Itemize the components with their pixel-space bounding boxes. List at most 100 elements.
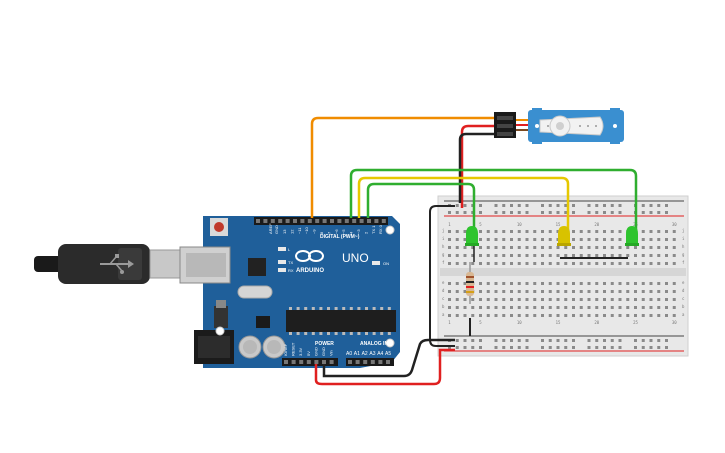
crystal xyxy=(237,285,273,299)
row-letter: h xyxy=(682,244,685,249)
resistor[interactable] xyxy=(466,262,474,304)
breadboard-hole xyxy=(595,262,599,265)
breadboard-hole xyxy=(525,262,529,265)
rail-hole xyxy=(665,204,668,207)
breadboard-hole xyxy=(610,262,614,265)
row-letter: j xyxy=(682,228,684,233)
breadboard-hole xyxy=(517,306,521,309)
breadboard-hole xyxy=(572,230,575,233)
breadboard-hole xyxy=(603,314,606,317)
breadboard-hole xyxy=(525,238,529,241)
breadboard-hole xyxy=(603,298,606,301)
header-pin-hole xyxy=(329,360,334,364)
breadboard-hole xyxy=(618,290,622,293)
analog-pin-label: A5 xyxy=(385,351,391,357)
wire-green-2 xyxy=(366,182,476,236)
breadboard-hole xyxy=(618,238,622,241)
breadboard-hole xyxy=(610,238,614,241)
breadboard-hole xyxy=(579,298,583,301)
breadboard-hole xyxy=(649,238,653,241)
column-number: 5 xyxy=(479,222,482,227)
breadboard-hole xyxy=(455,306,459,309)
servo-horn-icon xyxy=(539,115,604,137)
rail-hole xyxy=(463,346,467,349)
tx-label: TX xyxy=(288,260,293,265)
breadboard-hole xyxy=(672,230,676,233)
breadboard-hole xyxy=(548,230,552,233)
breadboard-hole xyxy=(579,290,583,293)
breadboard-hole xyxy=(649,306,653,309)
breadboard-hole xyxy=(665,254,668,257)
row-letter: i xyxy=(682,236,685,241)
breadboard-hole xyxy=(657,238,661,241)
rail-hole xyxy=(517,211,521,214)
digital-pin-label: ~9 xyxy=(312,229,317,234)
breadboard-hole xyxy=(610,314,614,317)
rail-hole xyxy=(595,211,599,214)
breadboard-hole xyxy=(649,314,653,317)
arduino-uno-board[interactable]: ARDUINO UNO DIGITAL (PWM~) POWER ANALOG … xyxy=(179,216,400,368)
rail-hole xyxy=(556,211,560,214)
power-pin-label: Vin xyxy=(329,350,334,356)
row-letter: e xyxy=(442,280,445,285)
rail-hole xyxy=(564,339,568,342)
breadboard-hole xyxy=(579,230,583,233)
rail-hole xyxy=(641,346,645,349)
header-pin-hole xyxy=(256,219,260,223)
rail-hole xyxy=(494,339,498,342)
breadboard-hole xyxy=(517,246,521,249)
led-yellow[interactable] xyxy=(557,226,571,246)
breadboard-hole xyxy=(548,254,552,257)
column-number: 1 xyxy=(448,222,451,227)
rail-hole xyxy=(665,346,668,349)
breadboard-hole xyxy=(610,306,614,309)
breadboard-hole xyxy=(455,238,459,241)
breadboard-hole xyxy=(641,254,645,257)
row-letter: b xyxy=(442,304,445,309)
breadboard-hole xyxy=(641,314,645,317)
breadboard-hole xyxy=(626,306,630,309)
breadboard-hole xyxy=(626,282,630,285)
breadboard-hole xyxy=(556,290,560,293)
breadboard-hole xyxy=(455,262,459,265)
wire-orange-signal xyxy=(310,116,496,218)
header-pin-hole xyxy=(306,360,311,364)
rail-hole xyxy=(448,211,451,214)
breadboard-hole xyxy=(649,246,653,249)
wire-yellow xyxy=(357,176,570,236)
rail-hole xyxy=(548,346,552,349)
breadboard-hole xyxy=(517,238,521,241)
aref-label: AREF xyxy=(268,223,273,234)
rail-hole xyxy=(572,211,575,214)
rail-hole xyxy=(510,339,513,342)
rail-hole xyxy=(455,346,459,349)
breadboard-hole xyxy=(517,230,521,233)
breadboard-hole xyxy=(587,238,591,241)
breadboard-hole xyxy=(463,254,467,257)
breadboard-hole xyxy=(510,290,513,293)
breadboard-hole xyxy=(579,246,583,249)
digital-header xyxy=(254,217,388,225)
breadboard-hole xyxy=(510,262,513,265)
breadboard-hole xyxy=(649,254,653,257)
row-letter: a xyxy=(442,312,445,317)
breadboard-hole xyxy=(641,238,645,241)
rail-hole xyxy=(572,346,575,349)
led-green-right[interactable] xyxy=(625,226,639,246)
column-number: 10 xyxy=(517,222,522,227)
rail-hole xyxy=(502,346,506,349)
servo-motor[interactable] xyxy=(494,108,624,144)
breadboard-hole xyxy=(626,298,630,301)
rail-hole xyxy=(657,339,661,342)
breadboard-hole xyxy=(634,246,637,249)
rail-hole xyxy=(572,204,575,207)
breadboard-hole xyxy=(672,254,676,257)
center-channel xyxy=(440,268,686,276)
breadboard-hole xyxy=(634,254,637,257)
breadboard-hole xyxy=(448,298,451,301)
led-green-left[interactable] xyxy=(465,226,479,246)
